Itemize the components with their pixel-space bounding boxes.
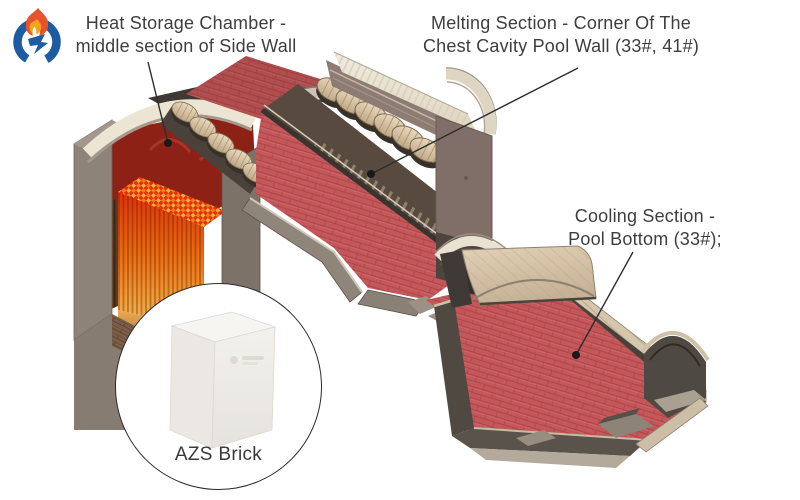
floor-block [598, 414, 654, 438]
melting-section-label: Melting Section - Corner Of The Chest Ca… [398, 12, 724, 58]
end-arch-inner [649, 343, 701, 367]
front-rim-cap [473, 427, 649, 441]
melting-pool-floor [256, 112, 490, 300]
crown-endcap [445, 68, 497, 135]
brand-logo [13, 8, 61, 65]
azs-brick-label: AZS Brick [174, 444, 263, 465]
azs-brick-image [169, 311, 277, 449]
heat-storage-label: Heat Storage Chamber - middle section of… [48, 12, 324, 58]
pool-notch-wall [357, 289, 427, 317]
cooling-plinth [470, 448, 630, 468]
end-arch-base [654, 390, 706, 412]
azs-brick-inset: AZS Brick [115, 283, 322, 490]
cooling-left-wall [434, 300, 474, 436]
brick-left-face [169, 325, 216, 449]
regenerator-crown-arch [82, 99, 258, 160]
cooling-label-line1: Cooling Section - [574, 206, 716, 226]
heat-storage-callout-dot [164, 139, 172, 147]
melting-section-illustration [241, 51, 497, 317]
end-wall-detail [464, 176, 468, 180]
heat-storage-label-line2: middle section of Side Wall [75, 36, 297, 56]
cooling-callout-line [575, 251, 634, 356]
heat-storage-callout-line [147, 61, 169, 144]
crown-top-edge [333, 51, 469, 115]
melting-callout-dot [367, 170, 375, 178]
callouts [147, 61, 634, 359]
heat-storage-label-line1: Heat Storage Chamber - [85, 13, 287, 33]
pool-back-rail-highlight [263, 104, 453, 246]
crown-vault-ribs [334, 52, 476, 132]
floor-block [516, 430, 556, 446]
roof-arch-edge [471, 279, 595, 301]
floor-block-top [598, 408, 640, 424]
crown-endcap-inner [446, 81, 486, 135]
roof-front-edge [479, 296, 597, 306]
far-bottom-rim [635, 397, 709, 453]
pool-rim-cap [249, 197, 363, 293]
pool-back-rail [260, 107, 452, 253]
cooling-pool-floor [448, 296, 694, 440]
melting-callout-line [370, 67, 579, 175]
cooling-callout-dot [572, 351, 580, 359]
brick-right-face [211, 326, 276, 449]
cooling-label-line2: Pool Bottom (33#); [568, 229, 722, 249]
melting-label-line2: Chest Cavity Pool Wall (33#, 41#) [422, 36, 700, 56]
end-arch-cap [640, 331, 710, 362]
melting-label-line1: Melting Section - Corner Of The [431, 13, 691, 33]
roof-panel-texture [462, 246, 596, 304]
roof-support-wall [440, 250, 472, 308]
cooling-section-label: Cooling Section - Pool Bottom (33#); [537, 205, 753, 251]
cooling-section-illustration [433, 245, 710, 468]
brick-watermark [230, 356, 264, 365]
flame-icon [25, 8, 49, 36]
checker-pattern [118, 177, 226, 227]
cooling-front-rim [452, 428, 648, 456]
